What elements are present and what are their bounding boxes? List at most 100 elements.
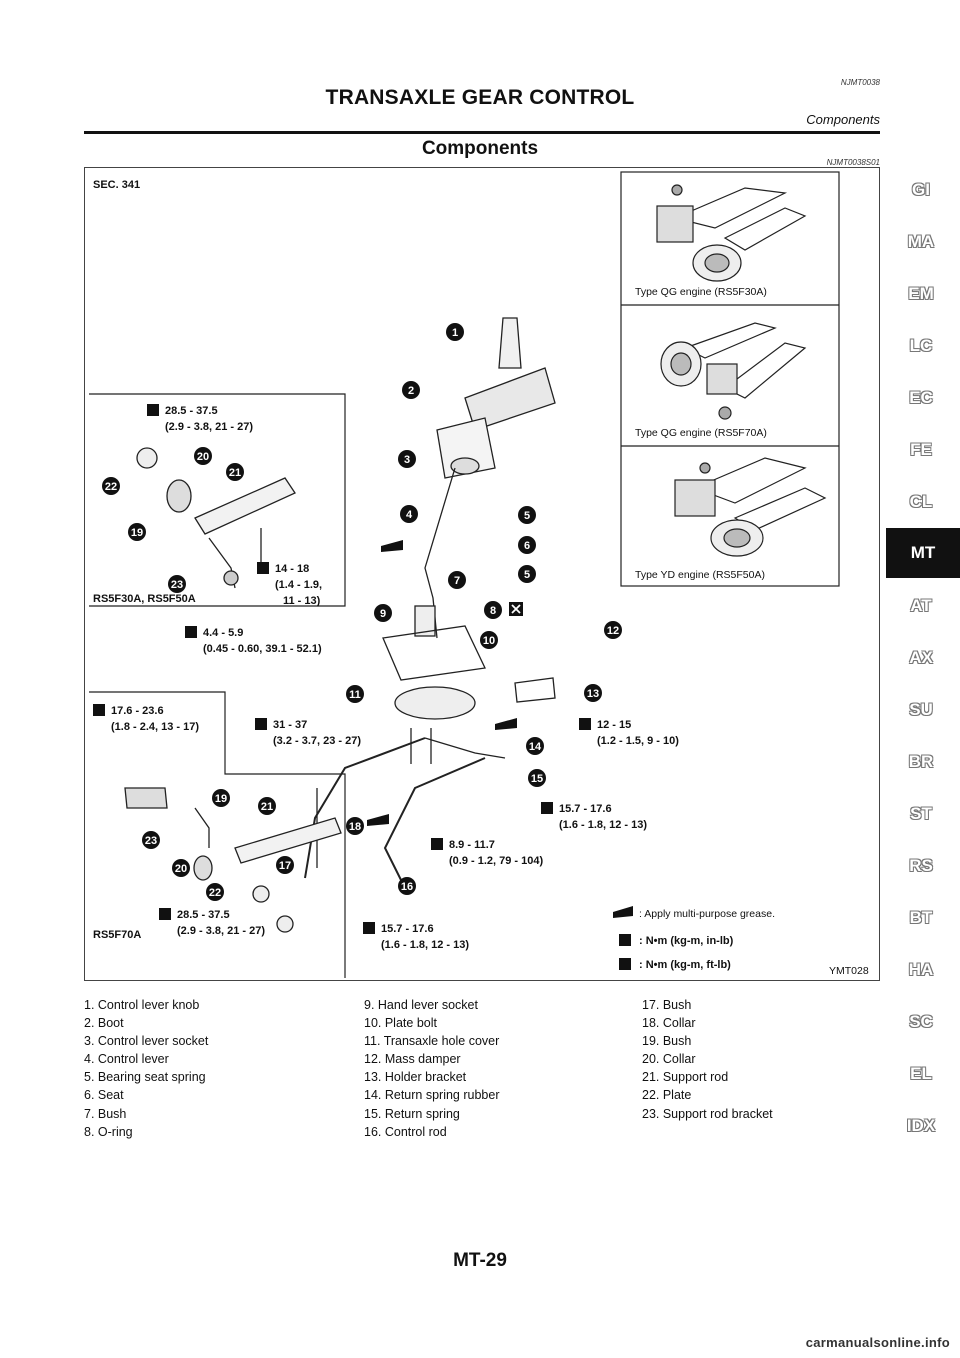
sidebar-tab-ax[interactable]: AX bbox=[909, 648, 933, 667]
callout-19b: 19 bbox=[212, 789, 230, 807]
left-detail-boxes bbox=[89, 393, 346, 978]
sidebar-tab-st[interactable]: ST bbox=[910, 804, 932, 823]
svg-text:4.4 - 5.9: 4.4 - 5.9 bbox=[203, 627, 243, 639]
inset-label-1: Type QG engine (RS5F30A) bbox=[635, 286, 767, 298]
callout-9: 9 bbox=[374, 604, 392, 622]
sidebar-tab-cl[interactable]: CL bbox=[909, 492, 933, 511]
sidebar-tab-br[interactable]: BR bbox=[908, 752, 934, 771]
list-item: 6. Seat bbox=[84, 1088, 124, 1103]
sidebar-tab-lc[interactable]: LC bbox=[909, 336, 933, 355]
svg-text:3: 3 bbox=[404, 454, 410, 466]
page-subtitle: Components bbox=[806, 112, 880, 127]
inset-label-3: Type YD engine (RS5F50A) bbox=[635, 569, 765, 581]
callout-1: 1 bbox=[446, 323, 464, 341]
svg-text:28.5 - 37.5: 28.5 - 37.5 bbox=[165, 405, 218, 417]
torque-spec: 31 - 37 (3.2 - 3.7, 23 - 27) bbox=[255, 718, 361, 747]
callout-20b: 20 bbox=[172, 859, 190, 877]
svg-text:19: 19 bbox=[131, 527, 143, 539]
callout-21a: 21 bbox=[226, 463, 244, 481]
sidebar-tab-el[interactable]: EL bbox=[910, 1064, 932, 1083]
section-title: Components bbox=[421, 138, 539, 159]
callout-2: 2 bbox=[402, 381, 420, 399]
svg-text:28.5 - 37.5: 28.5 - 37.5 bbox=[177, 909, 230, 921]
exploded-diagram: SEC. 341 Type QG engine (RS5F30A) Type Q… bbox=[89, 171, 869, 978]
svg-text:17: 17 bbox=[279, 860, 291, 872]
list-item: 20. Collar bbox=[642, 1052, 696, 1067]
svg-text:5: 5 bbox=[524, 510, 530, 522]
sidebar-tab-ha[interactable]: HA bbox=[908, 960, 934, 979]
list-item: 11. Transaxle hole cover bbox=[364, 1034, 500, 1049]
svg-text:1: 1 bbox=[452, 327, 458, 339]
svg-text:5: 5 bbox=[524, 569, 530, 581]
sidebar-tab-ec[interactable]: EC bbox=[909, 388, 933, 407]
list-item: 16. Control rod bbox=[364, 1124, 447, 1139]
callout-21b: 21 bbox=[258, 797, 276, 815]
torque-spec: 15.7 - 17.6 (1.6 - 1.8, 12 - 13) bbox=[541, 802, 647, 831]
sidebar-tab-fe[interactable]: FE bbox=[910, 440, 932, 459]
torque-spec: 15.7 - 17.6 (1.6 - 1.8, 12 - 13) bbox=[363, 922, 469, 951]
torque-inlb-icon bbox=[619, 934, 631, 946]
svg-text:(3.2 - 3.7, 23 - 27): (3.2 - 3.7, 23 - 27) bbox=[273, 735, 361, 747]
list-item: 4. Control lever bbox=[84, 1052, 169, 1067]
callout-18: 18 bbox=[346, 817, 364, 835]
svg-text:8: 8 bbox=[490, 605, 496, 617]
svg-text:4: 4 bbox=[406, 509, 413, 521]
svg-text:20: 20 bbox=[197, 451, 209, 463]
parts-column-3: 17. Bush 18. Collar 19. Bush 20. Collar … bbox=[642, 996, 773, 1123]
box-label-top-left: RS5F30A, RS5F50A bbox=[93, 593, 196, 605]
list-item: 17. Bush bbox=[642, 998, 692, 1012]
svg-text:12: 12 bbox=[607, 625, 619, 637]
svg-text:(1.4 - 1.9,: (1.4 - 1.9, bbox=[275, 579, 322, 591]
list-item: 7. Bush bbox=[84, 1106, 127, 1121]
list-item: 10. Plate bolt bbox=[364, 1016, 437, 1031]
svg-text:(0.45 - 0.60, 39.1 - 52.1): (0.45 - 0.60, 39.1 - 52.1) bbox=[203, 643, 322, 655]
callout-7: 7 bbox=[448, 571, 466, 589]
list-item: 8. O-ring bbox=[84, 1124, 133, 1139]
sidebar-tab-gi[interactable]: GI bbox=[912, 180, 930, 199]
sidebar-tab-em[interactable]: EM bbox=[908, 284, 934, 303]
legend-grease: : Apply multi-purpose grease. bbox=[639, 908, 775, 920]
svg-text:20: 20 bbox=[175, 863, 187, 875]
sidebar-tab-ma[interactable]: MA bbox=[907, 232, 935, 251]
torque-spec: 8.9 - 11.7 (0.9 - 1.2, 79 - 104) bbox=[431, 838, 543, 867]
callout-23b: 23 bbox=[142, 831, 160, 849]
svg-text:6: 6 bbox=[524, 540, 530, 552]
torque-specs: 28.5 - 37.5 (2.9 - 3.8, 21 - 27) 14 - 18… bbox=[93, 404, 679, 951]
svg-text:(0.9 - 1.2, 79 - 104): (0.9 - 1.2, 79 - 104) bbox=[449, 855, 543, 867]
torque-spec: 12 - 15 (1.2 - 1.5, 9 - 10) bbox=[579, 718, 679, 747]
torque-spec: 28.5 - 37.5 (2.9 - 3.8, 21 - 27) bbox=[147, 404, 253, 433]
svg-text:(1.6 - 1.8, 12 - 13): (1.6 - 1.8, 12 - 13) bbox=[559, 819, 647, 831]
callout-10: 10 bbox=[480, 631, 498, 649]
torque-spec: 17.6 - 23.6 (1.8 - 2.4, 13 - 17) bbox=[93, 704, 199, 733]
torque-spec: 28.5 - 37.5 (2.9 - 3.8, 21 - 27) bbox=[159, 908, 265, 937]
callout-13: 13 bbox=[584, 684, 602, 702]
svg-text:22: 22 bbox=[105, 481, 117, 493]
svg-text:21: 21 bbox=[261, 801, 273, 813]
svg-text:14: 14 bbox=[529, 741, 542, 753]
sidebar-tab-idx[interactable]: IDX bbox=[906, 1116, 936, 1135]
svg-text:11: 11 bbox=[349, 689, 361, 701]
sidebar-tab-mt[interactable]: MT bbox=[886, 528, 960, 578]
callout-15: 15 bbox=[528, 769, 546, 787]
sidebar-tab-bt[interactable]: BT bbox=[909, 908, 933, 927]
callout-14: 14 bbox=[526, 737, 544, 755]
components-figure: SEC. 341 Type QG engine (RS5F30A) Type Q… bbox=[84, 167, 880, 981]
list-item: 12. Mass damper bbox=[364, 1052, 461, 1067]
svg-text:(1.6 - 1.8, 12 - 13): (1.6 - 1.8, 12 - 13) bbox=[381, 939, 469, 951]
svg-text:11 - 13): 11 - 13) bbox=[283, 595, 321, 607]
svg-text:8.9 - 11.7: 8.9 - 11.7 bbox=[449, 839, 495, 851]
header-rule bbox=[84, 131, 880, 134]
svg-text:(2.9 - 3.8, 21 - 27): (2.9 - 3.8, 21 - 27) bbox=[165, 421, 253, 433]
watermark: carmanualsonline.info bbox=[805, 1335, 950, 1350]
sidebar-tab-at[interactable]: AT bbox=[910, 596, 932, 615]
sidebar-tab-sc[interactable]: SC bbox=[909, 1012, 933, 1031]
svg-text:19: 19 bbox=[215, 793, 227, 805]
sidebar-tab-rs[interactable]: RS bbox=[909, 856, 933, 875]
section-ref-code: NJMT0038S01 bbox=[826, 158, 880, 167]
svg-text:7: 7 bbox=[454, 575, 460, 587]
callout-19a: 19 bbox=[128, 523, 146, 541]
header-ref-code: NJMT0038 bbox=[840, 78, 880, 87]
sidebar-tab-su[interactable]: SU bbox=[909, 700, 933, 719]
legend-ftlb: : N•m (kg-m, ft-lb) bbox=[639, 959, 731, 971]
callout-6: 6 bbox=[518, 536, 536, 554]
